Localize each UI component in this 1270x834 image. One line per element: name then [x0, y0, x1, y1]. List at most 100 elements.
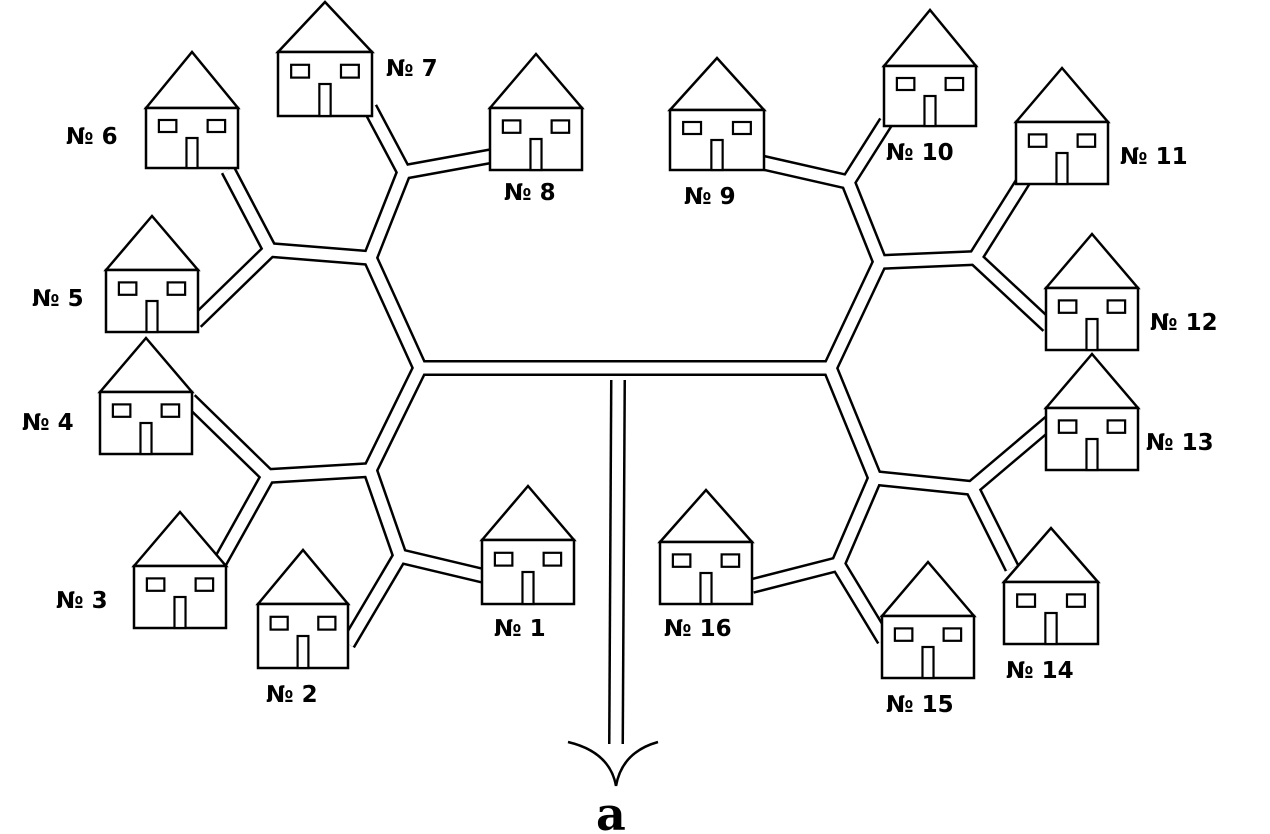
- road-segment-fill: [833, 561, 889, 643]
- house-door: [529, 137, 543, 172]
- road-segment-fill: [967, 485, 1017, 571]
- house-roof: [103, 214, 201, 272]
- road-segment-fill: [365, 365, 425, 473]
- label-house-10: № 10: [886, 140, 954, 166]
- house-7: [275, 0, 375, 118]
- house-window-right: [160, 403, 181, 418]
- label-house-1: № 1: [494, 616, 546, 642]
- road-segment-fill: [364, 468, 406, 558]
- road-segment-fill: [343, 553, 405, 647]
- house-door: [1085, 317, 1099, 352]
- label-house-6: № 6: [66, 124, 118, 150]
- house-14: [1001, 526, 1101, 646]
- house-roof: [667, 56, 767, 112]
- label-house-8: № 8: [504, 180, 556, 206]
- house-window-right: [550, 119, 571, 134]
- house-door: [296, 634, 310, 670]
- road-segment-fill: [824, 365, 881, 481]
- label-house-5: № 5: [32, 286, 84, 312]
- label-house-13: № 13: [1146, 430, 1214, 456]
- house-roof: [881, 8, 979, 68]
- house-window-left: [1016, 593, 1037, 608]
- label-house-2: № 2: [266, 682, 318, 708]
- road-segment-fill: [750, 558, 840, 592]
- label-house-7: № 7: [386, 56, 438, 82]
- house-6: [143, 50, 241, 170]
- house-roof: [255, 548, 351, 606]
- label-house-9: № 9: [684, 184, 736, 210]
- house-window-left: [157, 118, 178, 134]
- road-segment-fill: [215, 473, 273, 565]
- house-window-right: [166, 281, 187, 296]
- house-16: [657, 488, 755, 606]
- road-segment-fill: [843, 119, 891, 185]
- road-segment-fill: [874, 472, 973, 494]
- road-segment-fill: [970, 177, 1029, 261]
- house-window-right: [1065, 593, 1086, 608]
- house-roof: [879, 560, 977, 618]
- house-window-left: [501, 119, 522, 134]
- house-window-left: [1027, 133, 1048, 148]
- house-door: [699, 571, 713, 606]
- road-segment-fill: [968, 417, 1054, 493]
- house-9: [667, 56, 767, 172]
- road-segment-fill: [223, 167, 275, 253]
- label-house-11: № 11: [1120, 144, 1188, 170]
- house-roof: [487, 52, 585, 110]
- house-door: [185, 136, 199, 170]
- house-2: [255, 548, 351, 670]
- road-segment-fill: [971, 253, 1052, 331]
- house-door: [1055, 151, 1069, 186]
- house-1: [479, 484, 577, 606]
- road-segment-fill: [267, 464, 371, 482]
- house-window-left: [671, 553, 692, 568]
- house-roof: [275, 0, 375, 54]
- house-window-right: [542, 551, 563, 567]
- road-segment-fill: [186, 396, 272, 480]
- house-window-left: [111, 403, 132, 418]
- house-window-right: [944, 76, 965, 92]
- house-door: [921, 645, 935, 680]
- house-roof: [1043, 232, 1141, 290]
- house-door: [521, 570, 535, 606]
- house-door: [1085, 437, 1099, 472]
- road-segment-fill: [269, 244, 371, 264]
- road-segment-fill: [832, 475, 881, 567]
- house-door: [139, 421, 153, 456]
- label-house-12: № 12: [1150, 310, 1218, 336]
- house-roof: [657, 488, 755, 544]
- house-12: [1043, 232, 1141, 352]
- road-segment-fill: [825, 259, 885, 371]
- road-segment-fill: [842, 179, 886, 265]
- road-network: [184, 104, 1056, 745]
- house-window-right: [942, 627, 963, 642]
- house-roof: [143, 50, 241, 110]
- house-11: [1013, 66, 1111, 186]
- house-window-left: [145, 577, 166, 592]
- house-window-right: [1076, 133, 1097, 148]
- house-window-right: [731, 120, 752, 136]
- house-door: [1044, 611, 1058, 646]
- house-window-right: [720, 553, 741, 568]
- house-10: [881, 8, 979, 128]
- house-window-left: [1057, 299, 1078, 314]
- house-door: [173, 595, 187, 630]
- road-segment-fill: [365, 105, 409, 175]
- road-segment-fill: [879, 252, 976, 268]
- house-window-right: [194, 577, 215, 592]
- house-window-left: [1057, 419, 1078, 434]
- label-house-4: № 4: [22, 410, 74, 436]
- house-roof: [1001, 526, 1101, 584]
- house-labels: № 1 № 2 № 3 № 4 № 5 № 6 № 7 № 8 № 9 № 10…: [22, 56, 1218, 718]
- house-window-left: [893, 627, 914, 642]
- label-house-14: № 14: [1006, 658, 1074, 684]
- house-roof: [479, 484, 577, 542]
- house-window-left: [682, 120, 703, 136]
- house-window-left: [117, 281, 138, 296]
- house-window-left: [269, 615, 289, 631]
- house-window-right: [1106, 299, 1127, 314]
- house-window-left: [895, 76, 916, 92]
- house-door: [145, 299, 159, 334]
- house-window-right: [339, 63, 360, 79]
